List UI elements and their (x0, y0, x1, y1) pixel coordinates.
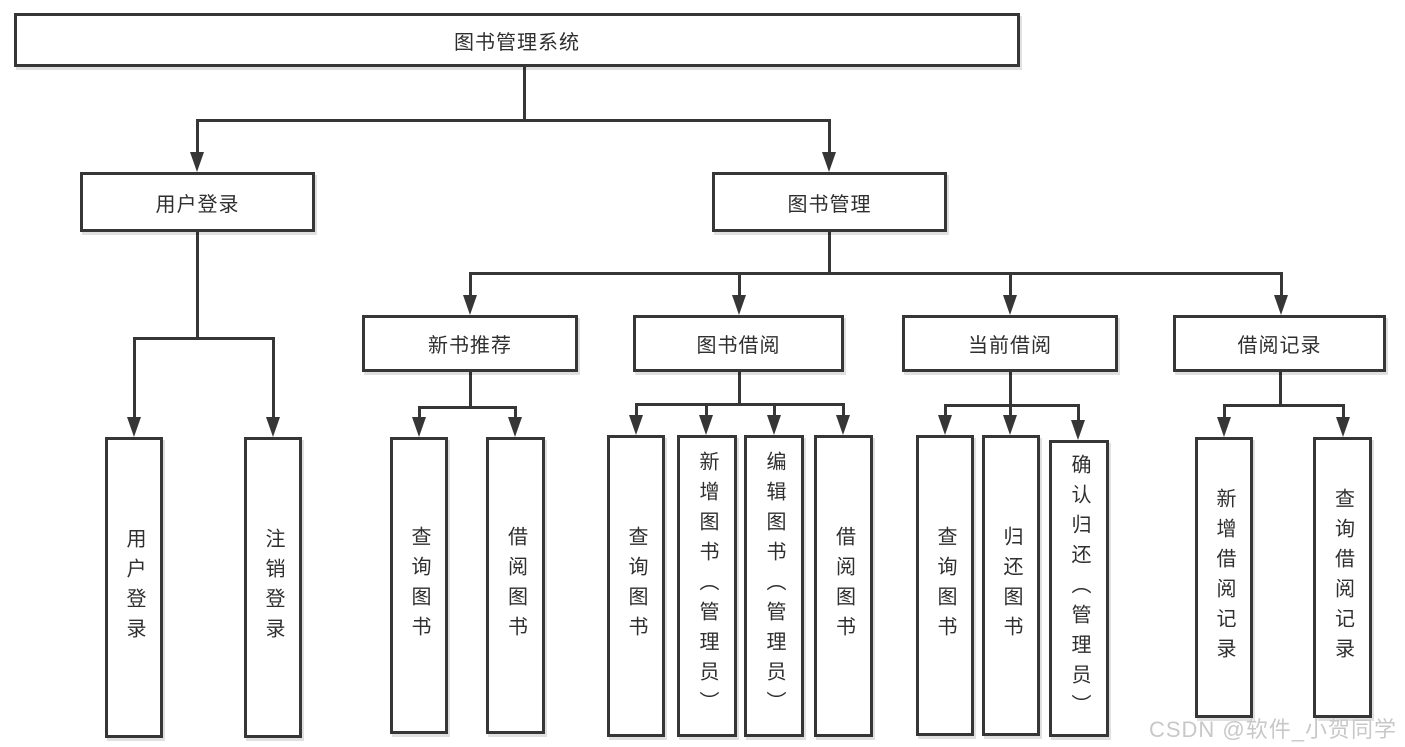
connector-borrow-records (1279, 371, 1282, 407)
arrow-down-icon (1274, 295, 1288, 315)
node-edit-books-admin: 编辑图书（管理员） (744, 435, 804, 737)
arrow-down-icon (822, 152, 836, 172)
connector-book-management (828, 231, 831, 275)
arrow-down-icon (732, 295, 746, 315)
arrow-down-icon (1217, 417, 1231, 437)
connector-current-borrow (1009, 371, 1012, 407)
arrow-down-icon (508, 417, 522, 437)
node-borrowing-records: 借阅记录 (1173, 315, 1386, 372)
node-new-book-recommend: 新书推荐 (362, 315, 578, 372)
node-add-borrow-record: 新增借阅记录 (1195, 437, 1253, 718)
connector-new-book (469, 371, 472, 409)
connector-book-borrow (738, 371, 741, 406)
arrow-shaft-borrow-records (1280, 272, 1283, 298)
node-library-system: 图书管理系统 (14, 13, 1020, 67)
arrow-shaft-user-login (196, 119, 199, 154)
node-book-borrowing: 图书借阅 (633, 315, 844, 372)
node-label: 图书管理系统 (454, 31, 580, 54)
node-confirm-return-admin: 确认归还（管理员） (1049, 440, 1109, 737)
node-user-login: 用户登录 (80, 172, 315, 232)
node-label: 查询借阅记录 (1331, 487, 1354, 668)
arrow-shaft (1009, 404, 1012, 417)
node-current-borrowing: 当前借阅 (902, 315, 1118, 372)
node-user-login-leaf: 用户登录 (105, 437, 163, 738)
arrow-shaft (514, 406, 517, 419)
arrow-shaft-book-borrow (738, 272, 741, 298)
arrow-shaft (1223, 404, 1226, 419)
branch-level1 (196, 119, 831, 122)
branch-new-book (418, 406, 517, 409)
connector-user-login (196, 231, 199, 340)
node-query-books-current: 查询图书 (916, 435, 974, 736)
node-label: 用户登录 (123, 527, 145, 648)
node-label: 查询图书 (408, 525, 430, 646)
arrow-down-icon (1336, 417, 1350, 437)
node-label: 确认归还（管理员） (1068, 453, 1090, 724)
arrow-shaft (842, 403, 845, 417)
node-borrow-books-recommend: 借阅图书 (486, 437, 545, 734)
arrow-shaft-book-management (828, 119, 831, 154)
node-return-books: 归还图书 (982, 435, 1040, 736)
arrow-down-icon (266, 417, 280, 437)
branch-current-borrow (944, 404, 1080, 407)
node-add-books-admin: 新增图书（管理员） (677, 435, 737, 737)
arrow-down-icon (767, 415, 781, 435)
arrow-down-icon (836, 415, 850, 435)
arrow-down-icon (127, 417, 141, 437)
branch-book-borrow (635, 403, 845, 406)
arrow-shaft (635, 403, 638, 417)
node-label: 查询图书 (625, 526, 647, 646)
arrow-down-icon (1071, 420, 1085, 440)
arrow-shaft-login-action (133, 337, 136, 420)
arrow-shaft-logout-action (272, 337, 275, 420)
arrow-shaft (1077, 404, 1080, 420)
arrow-shaft (418, 406, 421, 419)
node-query-books-borrow: 查询图书 (607, 435, 665, 737)
node-label: 借阅记录 (1237, 335, 1322, 357)
node-book-management: 图书管理 (712, 172, 947, 232)
node-label: 新书推荐 (428, 335, 512, 357)
node-label: 用户登录 (155, 193, 240, 216)
node-query-books-recommend: 查询图书 (390, 437, 448, 734)
arrow-shaft-current-borrow (1009, 272, 1012, 298)
arrow-shaft (773, 403, 776, 417)
arrow-shaft (1342, 404, 1345, 419)
node-label: 图书借阅 (696, 335, 781, 357)
arrow-down-icon (412, 417, 426, 437)
node-label: 编辑图书（管理员） (763, 451, 785, 721)
arrow-shaft-new-book (469, 272, 472, 298)
connector-root (523, 67, 526, 122)
arrow-down-icon (699, 415, 713, 435)
branch-borrow-records (1223, 404, 1345, 407)
node-label: 查询图书 (934, 525, 956, 646)
node-label: 注销登录 (262, 527, 284, 648)
arrow-down-icon (1003, 415, 1017, 435)
node-label: 当前借阅 (968, 335, 1052, 357)
arrow-down-icon (190, 152, 204, 172)
node-label: 借阅图书 (832, 526, 855, 646)
arrow-shaft (705, 403, 708, 417)
branch-user-login (133, 337, 275, 340)
node-label: 借阅图书 (504, 525, 527, 646)
node-label: 新增图书（管理员） (696, 451, 718, 721)
csdn-watermark: CSDN @软件_小贺同学 (1148, 717, 1397, 742)
arrow-down-icon (463, 295, 477, 315)
branch-level2 (469, 272, 1283, 275)
arrow-shaft (944, 404, 947, 417)
node-label: 图书管理 (787, 193, 872, 216)
node-label: 新增借阅记录 (1213, 487, 1235, 668)
arrow-down-icon (938, 415, 952, 435)
arrow-down-icon (629, 415, 643, 435)
node-borrow-books: 借阅图书 (814, 435, 873, 737)
node-logout: 注销登录 (244, 437, 302, 738)
arrow-down-icon (1003, 295, 1017, 315)
node-label: 归还图书 (1000, 525, 1022, 646)
node-query-borrow-record: 查询借阅记录 (1313, 437, 1372, 718)
